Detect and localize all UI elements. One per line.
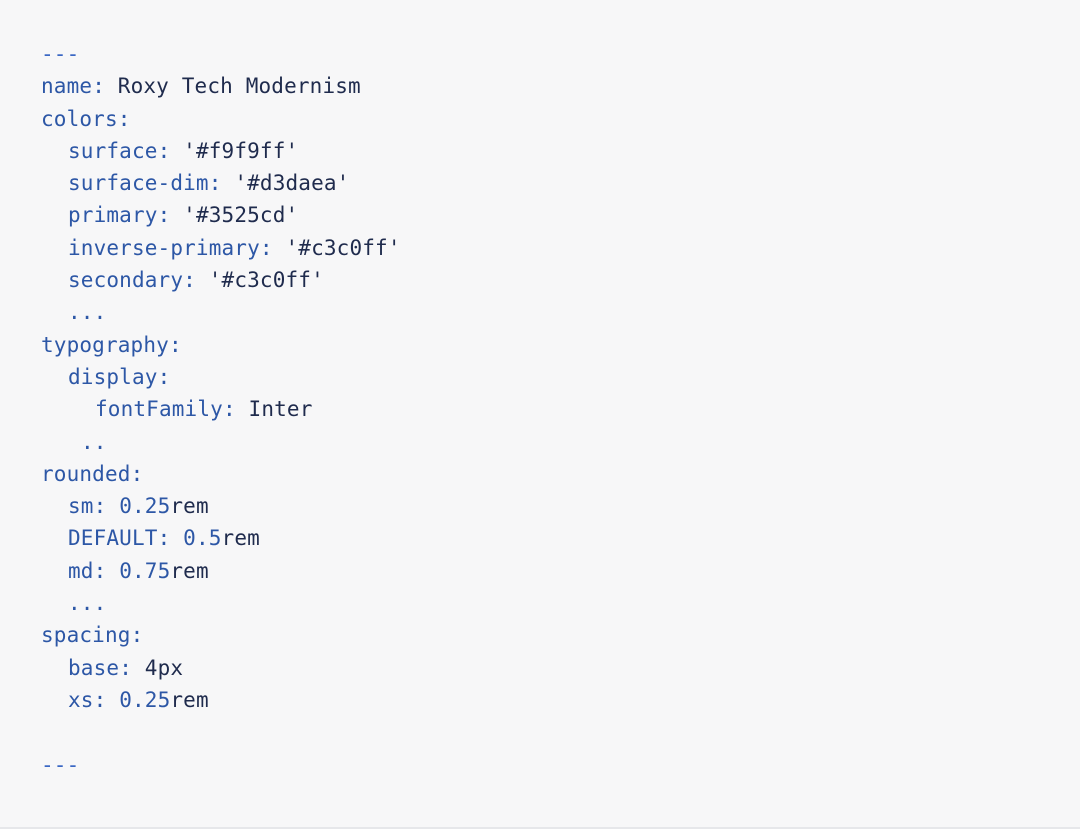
color-key: inverse-primary [68, 235, 260, 260]
color-key: primary [68, 203, 158, 228]
rounded-entry: md: 0.75rem [68, 558, 209, 583]
colors-ellipsis-line: ... [41, 296, 401, 328]
font-family-value: Inter [248, 397, 313, 422]
color-entry: surface-dim: '#d3daea' [68, 171, 350, 196]
name-value: Roxy Tech Modernism [117, 74, 361, 99]
blank-line [41, 716, 401, 748]
typography-line: typography: [41, 332, 182, 357]
typography-key: typography [41, 332, 169, 357]
spacing-unit: rem [170, 687, 209, 712]
color-entry: secondary: '#c3c0ff' [68, 268, 324, 293]
color-entry: primary: '#3525cd' [68, 203, 299, 228]
color-value: '#c3c0ff' [208, 268, 324, 293]
rounded-number: 0.25 [119, 494, 171, 519]
font-family-line: fontFamily: Inter [95, 397, 313, 422]
rounded-key: rounded [41, 461, 131, 486]
color-key: surface-dim [68, 171, 209, 196]
rounded-key-item: md [68, 558, 94, 583]
rounded-ellipsis: ... [68, 591, 107, 616]
color-value: '#d3daea' [234, 171, 350, 196]
typography-ellipsis-line: .. [41, 426, 401, 458]
rounded-number: 0.75 [119, 558, 171, 583]
open-delimiter-line: --- [41, 38, 401, 70]
spacing-entry: base: 4px [68, 655, 184, 680]
color-entry: surface: '#f9f9ff' [68, 138, 299, 163]
color-entry: inverse-primary: '#c3c0ff' [68, 235, 401, 260]
yaml-frontmatter: --- name: Roxy Tech Modernism colors: su… [41, 38, 401, 781]
spacing-unit: px [157, 655, 184, 680]
rounded-key-item: DEFAULT [68, 526, 158, 551]
rounded-entry: DEFAULT: 0.5rem [68, 526, 260, 551]
spacing-line: spacing: [41, 623, 144, 648]
color-value: '#3525cd' [183, 203, 299, 228]
color-value: '#c3c0ff' [285, 235, 401, 260]
spacing-key: spacing [41, 623, 131, 648]
spacing-number: 4 [144, 655, 158, 680]
typography-ellipsis: .. [81, 429, 107, 454]
rounded-entry: sm: 0.25rem [68, 494, 209, 519]
rounded-unit: rem [170, 494, 209, 519]
close-delimiter-line: --- [41, 749, 401, 781]
spacing-key-item: base [68, 655, 120, 680]
color-key: surface [68, 138, 158, 163]
open-delimiter: --- [41, 42, 80, 66]
rounded-line: rounded: [41, 461, 144, 486]
spacing-number: 0.25 [119, 687, 171, 712]
spacing-key-item: xs [68, 687, 94, 712]
color-key: secondary [68, 268, 184, 293]
colors-key: colors [41, 106, 118, 131]
rounded-number: 0.5 [183, 526, 222, 551]
rounded-ellipsis-line: ... [41, 587, 401, 619]
spacing-entry: xs: 0.25rem [68, 687, 209, 712]
rounded-key-item: sm [68, 494, 94, 519]
close-delimiter: --- [41, 752, 80, 777]
display-key: display [68, 364, 158, 389]
color-value: '#f9f9ff' [183, 138, 299, 163]
rounded-unit: rem [170, 558, 209, 583]
colors-ellipsis: ... [68, 300, 107, 325]
name-key: name [41, 74, 93, 99]
display-line: display: [68, 364, 171, 389]
rounded-unit: rem [221, 526, 260, 551]
font-family-key: fontFamily [95, 397, 223, 422]
colors-line: colors: [41, 106, 131, 131]
name-line: name: Roxy Tech Modernism [41, 74, 361, 99]
